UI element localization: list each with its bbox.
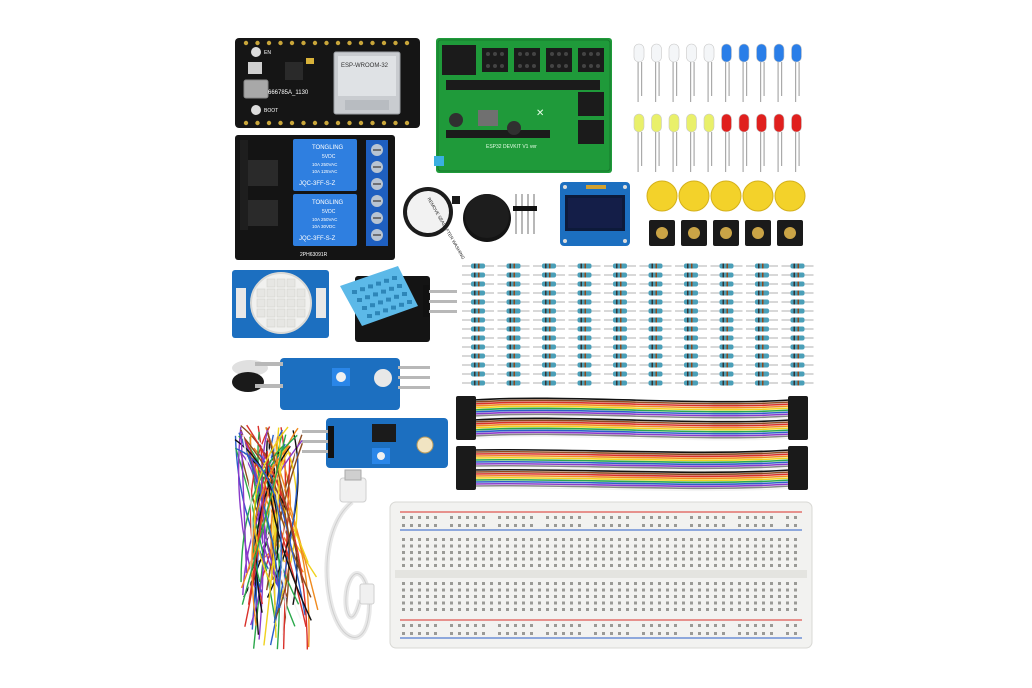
relay-rating-4: 5VDC [322, 209, 336, 215]
en-button-label: EN [264, 50, 271, 56]
esp32-module-label: ESP-WROOM-32 [341, 63, 389, 69]
dupont-cables-icon [456, 396, 808, 492]
oled-display-icon [560, 182, 630, 246]
jumper-wires-icon [234, 424, 319, 650]
relay-model-1: JQC-3FF-S-Z [299, 181, 336, 187]
resistors-icon [462, 263, 814, 386]
usb-cable-icon [324, 469, 375, 640]
dht11-sensor-icon [340, 266, 457, 342]
relay-rating-3: 10A 125VAC [312, 169, 338, 174]
breadboard-icon [389, 501, 813, 649]
expansion-board-label: ESP32 DEVKIT V1 ver [486, 144, 537, 150]
esp32-board-code: 666785A_1130 [268, 90, 309, 96]
light-sensor-icon [302, 418, 448, 468]
relay-rating-2: 10A 250VAC [312, 162, 338, 167]
relay-model-2: JQC-3FF-S-Z [299, 236, 336, 242]
leds-icon [633, 43, 802, 172]
esp32-dev-board-icon: ESP-WROOM-32 EN BOOT 666785A_1130 [235, 38, 420, 128]
ir-obstacle-sensor-icon [232, 358, 430, 410]
expansion-shield-icon: ESP32 DEVKIT V1 ver ✕ [434, 38, 612, 173]
svg-text:✕: ✕ [536, 108, 544, 119]
relay-brand-1: TONGLING [312, 145, 344, 151]
relay-rating-1: 5VDC [322, 154, 336, 160]
push-buttons-icon [646, 180, 806, 246]
relay-board-code: 2PH63091R [300, 252, 328, 258]
pir-sensor-icon [232, 270, 329, 338]
buzzer-icon: REMOVE SEAL AFTER WASHING [403, 187, 537, 261]
relay-rating-5: 10A 250VAC [312, 217, 338, 222]
relay-brand-2: TONGLING [312, 200, 344, 206]
boot-button-label: BOOT [264, 108, 278, 114]
relay-module-icon: TONGLING 5VDC 10A 250VAC 10A 125VAC JQC-… [235, 135, 395, 260]
relay-rating-6: 10A 30VDC [312, 224, 336, 229]
